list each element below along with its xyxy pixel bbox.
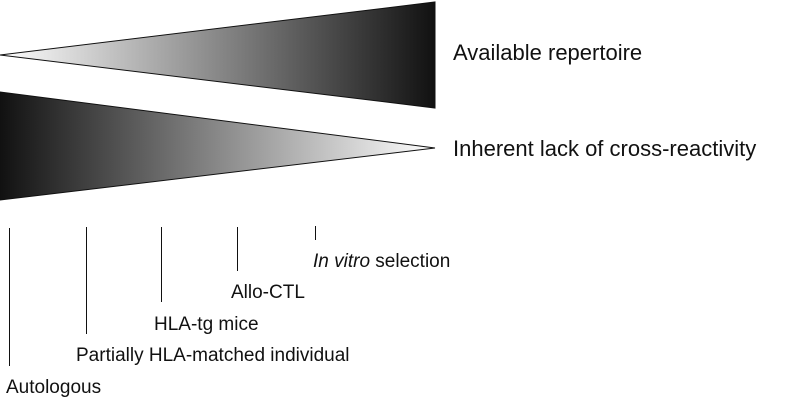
in-vitro-selection-label: In vitro selection [313,251,450,273]
partially-matched-tick [86,227,87,334]
selection-text: selection [370,251,451,272]
available-repertoire-wedge [0,1,436,109]
autologous-label: Autologous [6,377,102,398]
allo-ctl-label: Allo-CTL [231,282,305,303]
in-vitro-tick [315,226,316,240]
in-vitro-italic: In vitro [313,251,371,272]
available-repertoire-label: Available repertoire [453,40,643,65]
cross-reactivity-wedge [0,91,436,201]
cross-reactivity-label: Inherent lack of cross-reactivity [453,136,757,161]
hla-tg-mice-label: HLA-tg mice [154,314,259,335]
autologous-tick [9,228,10,366]
partially-matched-label: Partially HLA-matched individual [76,345,350,366]
allo-ctl-tick [237,227,238,271]
hla-tg-tick [161,227,162,302]
